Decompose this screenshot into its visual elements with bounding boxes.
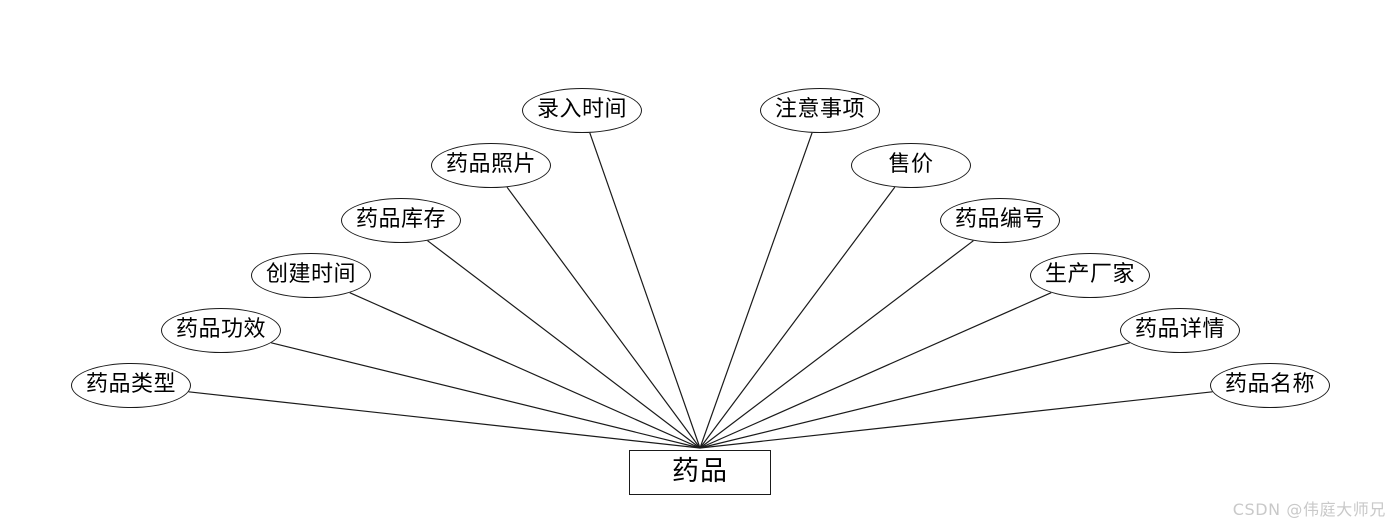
attribute-node[interactable]: 药品库存 xyxy=(341,198,461,243)
attribute-node[interactable]: 药品功效 xyxy=(161,308,281,353)
attribute-node[interactable]: 药品类型 xyxy=(71,363,191,408)
connector-line xyxy=(699,292,1052,449)
attribute-node[interactable]: 药品编号 xyxy=(940,198,1060,243)
connector-line xyxy=(188,391,701,449)
connector-line xyxy=(506,186,701,449)
attribute-node[interactable]: 药品名称 xyxy=(1210,363,1330,408)
attribute-label: 药品名称 xyxy=(1224,371,1315,397)
attribute-node[interactable]: 药品详情 xyxy=(1120,308,1240,353)
connector-line xyxy=(699,186,896,449)
attribute-label: 售价 xyxy=(888,151,934,177)
attribute-label: 药品类型 xyxy=(85,371,176,397)
connector-line xyxy=(699,342,1130,449)
connector-line xyxy=(699,132,813,449)
entity-node-medicine[interactable]: 药品 xyxy=(629,450,771,495)
attribute-node[interactable]: 售价 xyxy=(851,143,971,188)
attribute-label: 录入时间 xyxy=(536,96,627,122)
attribute-node[interactable]: 药品照片 xyxy=(431,143,551,188)
attribute-label: 药品功效 xyxy=(175,316,266,342)
attribute-node[interactable]: 注意事项 xyxy=(760,88,880,133)
attribute-label: 药品库存 xyxy=(355,206,446,232)
attribute-label: 创建时间 xyxy=(265,261,356,287)
csdn-watermark: CSDN @伟庭大师兄 xyxy=(1232,500,1386,519)
entity-label: 药品 xyxy=(672,456,728,487)
connector-line xyxy=(589,132,701,449)
attribute-node[interactable]: 生产厂家 xyxy=(1030,253,1150,298)
attribute-label: 药品详情 xyxy=(1134,316,1225,342)
connector-line xyxy=(349,292,701,449)
attribute-node[interactable]: 录入时间 xyxy=(522,88,642,133)
connector-line xyxy=(699,391,1213,449)
attribute-label: 生产厂家 xyxy=(1044,261,1135,287)
connector-line xyxy=(427,240,701,449)
attribute-label: 药品编号 xyxy=(954,206,1045,232)
connector-line xyxy=(271,342,701,449)
attribute-label: 注意事项 xyxy=(774,96,865,122)
connector-line xyxy=(699,240,974,449)
attribute-label: 药品照片 xyxy=(445,151,536,177)
attribute-node[interactable]: 创建时间 xyxy=(251,253,371,298)
